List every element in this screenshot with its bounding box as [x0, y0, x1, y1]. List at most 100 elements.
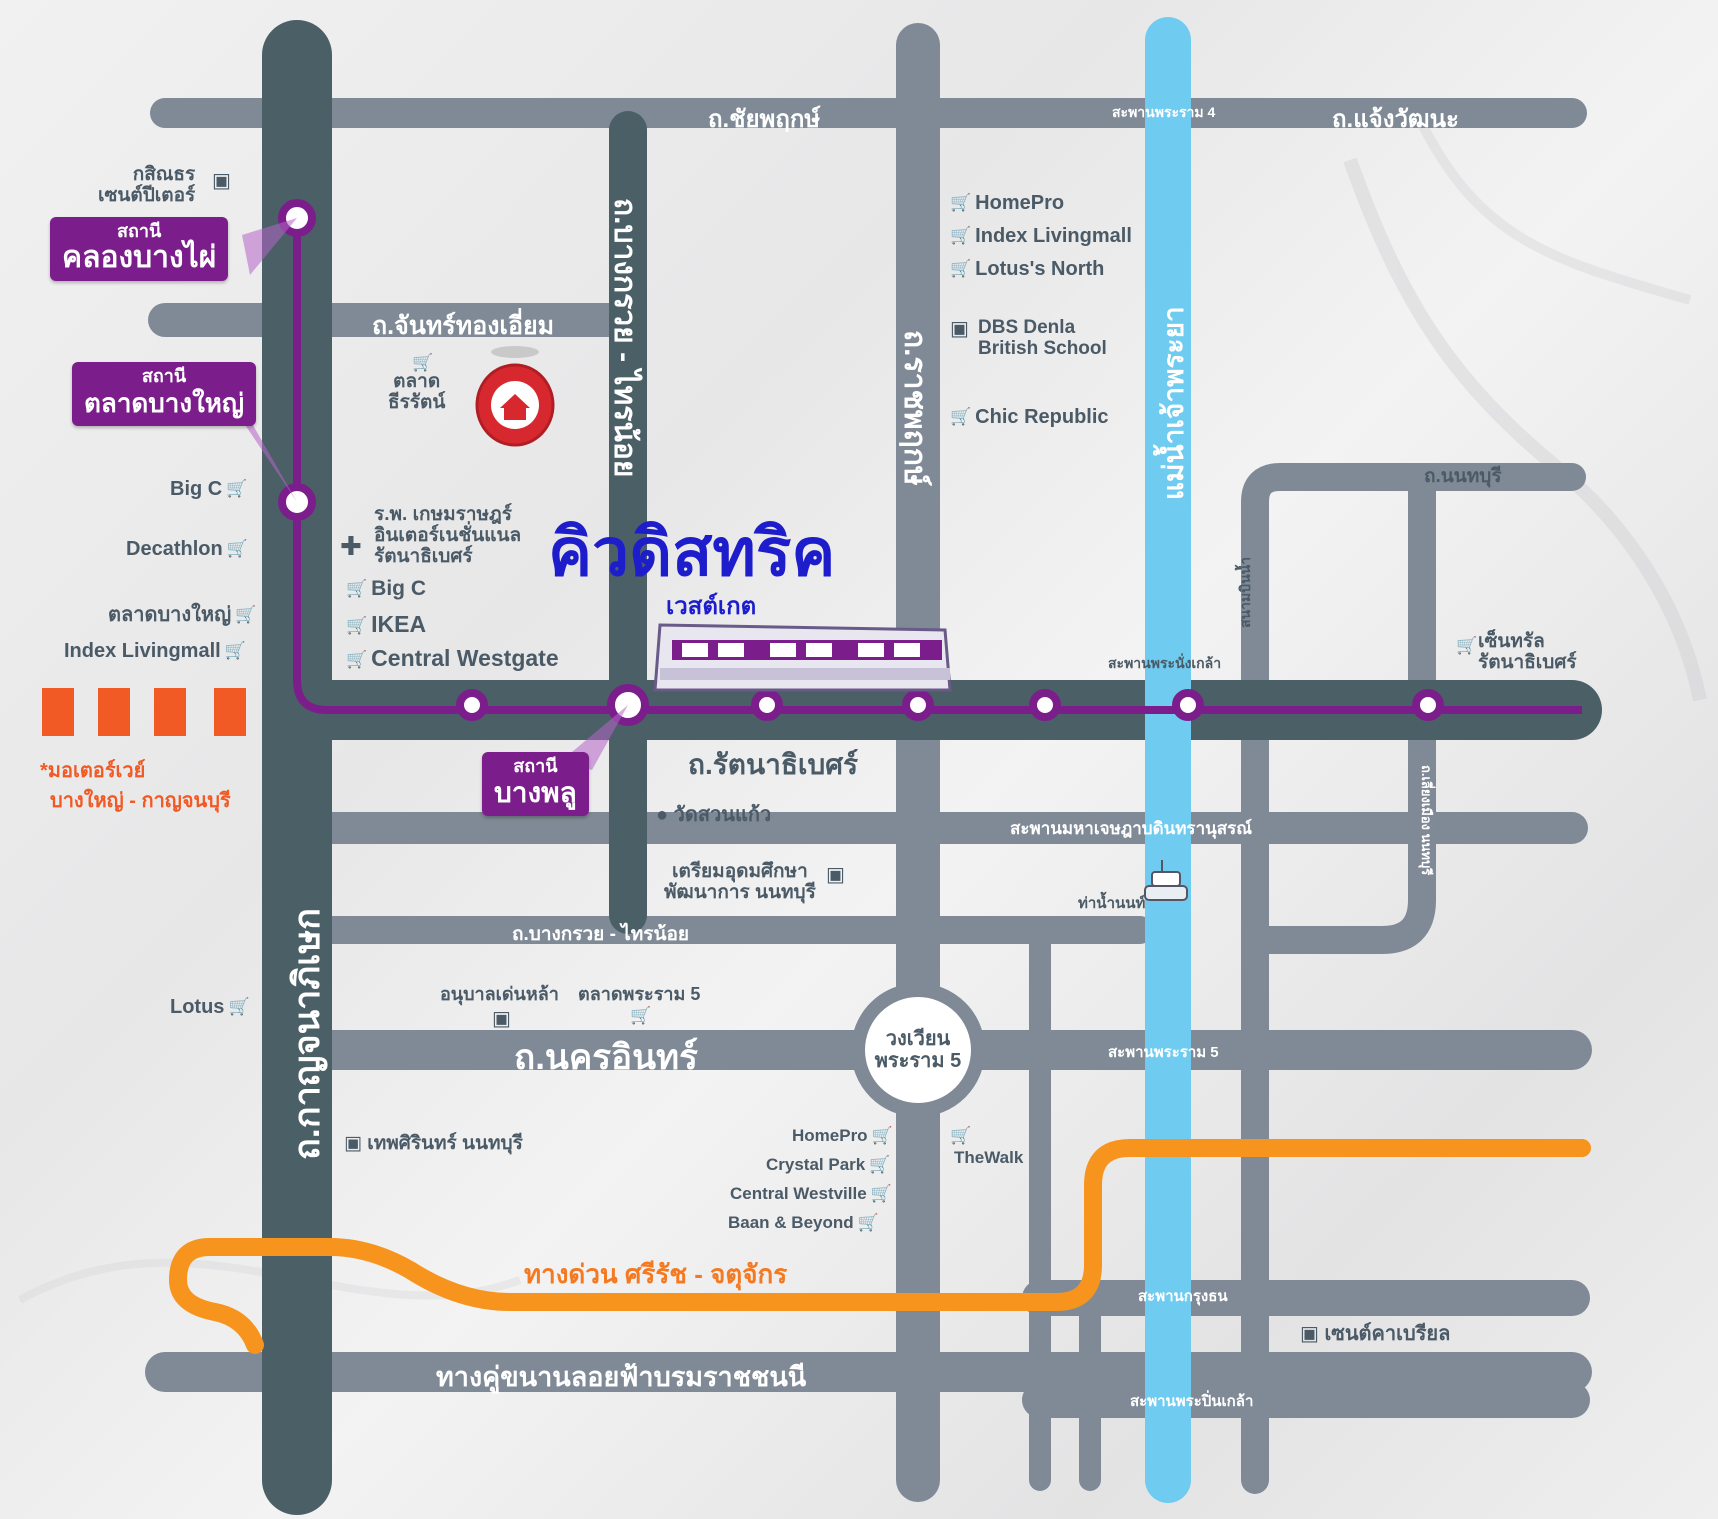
rama5-circle-label: วงเวียน พระราม 5 [874, 1028, 962, 1072]
place-text: Central Westgate [371, 645, 559, 671]
road-label-chaiyaphruek: ถ.ชัยพฤกษ์ [708, 106, 821, 133]
cart-icon [226, 480, 247, 499]
road-liang-mueang [1241, 466, 1436, 954]
place-text: เตรียมอุดมศึกษา พัฒนาการ นนทบุรี [664, 861, 816, 903]
place-text: Big C [170, 478, 223, 500]
place-anuban: อนุบาลเด่นหล้า [440, 984, 559, 1005]
place-kasem-center: กสิณธร เซนต์ปีเตอร์ [98, 164, 196, 207]
place-text: กสิณธร เซนต์ปีเตอร์ [98, 164, 196, 206]
place-homepro-low: HomePro [792, 1126, 897, 1146]
bridge-label-rama5: สะพานพระราม 5 [1108, 1044, 1219, 1061]
place-text: เซนต์คาเบรียล [1324, 1323, 1451, 1345]
road-label-nonthaburi: ถ.นนทบุรี [1424, 466, 1502, 487]
bridge-label-phra-nang-klao: สะพานพระนั่งเกล้า [1108, 655, 1222, 671]
station-name: บางพลู [494, 777, 577, 808]
place-text: ท่าน้ำนนท์ [1078, 895, 1146, 912]
school-icon: ▣ [212, 170, 231, 192]
school-icon: ▣ [950, 318, 969, 340]
road-label-kanchanaphisek: ถ.กาญจนาภิเษก [286, 908, 327, 1160]
cart-icon [946, 1125, 975, 1147]
school-icon: ▣ [344, 1133, 368, 1154]
place-index-left: Index Livingmall [64, 640, 250, 662]
place-kasemrad: ร.พ. เกษมราษฎร์ อินเตอร์เนชั่นแนล รัตนาธ… [374, 504, 522, 568]
place-baan-beyond: Baan & Beyond [728, 1213, 883, 1233]
cart-icon [346, 580, 367, 599]
bridge-label-maha-chetsada: สะพานมหาเจษฎาบดินทรานุสรณ์ [1010, 819, 1253, 838]
station-caption: สถานี [141, 366, 187, 386]
cart-icon [626, 1005, 655, 1027]
road-label-bang-kruai-sai-noi-vertical: ถ.บางกรวย - ไทรน้อย [608, 198, 641, 478]
place-text: เซ็นทรัล รัตนาธิเบศร์ [1478, 631, 1577, 673]
cart-icon [869, 1156, 890, 1175]
place-wat-suan-kaeo: ● วัดสวนแก้ว [656, 804, 771, 826]
cart-icon [346, 651, 367, 670]
station-tag-khlong-bang-phai[interactable]: สถานี คลองบางไผ่ [50, 217, 229, 281]
rama5-circle [851, 983, 985, 1117]
place-thepsirin: ▣ เทพศิรินทร์ นนทบุรี [344, 1133, 523, 1155]
station-yaek-nonthaburi1 [1412, 689, 1444, 721]
station-phra-nang-klao [1172, 689, 1204, 721]
home-pin-icon [475, 346, 555, 447]
expressway-sirat [168, 1139, 1591, 1354]
place-lotus-north: Lotus's North [946, 258, 1104, 280]
place-text: Baan & Beyond [728, 1213, 854, 1232]
cart-icon [228, 998, 249, 1017]
school-icon: ▣ [492, 1008, 511, 1030]
school-icon: ▣ [826, 864, 845, 886]
station-tag-talad-bang-yai[interactable]: สถานี ตลาดบางใหญ่ [72, 362, 257, 426]
cart-icon [346, 617, 367, 636]
place-talad-rama5: ตลาดพระราม 5 [578, 984, 701, 1005]
cart-icon [950, 194, 971, 213]
station-name: ตลาดบางใหญ่ [84, 388, 245, 418]
bridge-label-rama4: สะพานพระราม 4 [1112, 104, 1216, 120]
place-big-c-left: Big C [170, 478, 251, 500]
place-text: ตลาด ธีรรัตน์ [388, 371, 446, 413]
station-caption: สถานี [513, 756, 558, 776]
expressway-label: ทางด่วน ศรีรัช - จตุจักร [524, 1259, 788, 1289]
hospital-cross-icon: ✚ [340, 531, 362, 561]
place-text: Lotus [170, 996, 225, 1018]
cart-icon [872, 1127, 893, 1146]
place-text: Index Livingmall [64, 640, 221, 662]
place-text: ตลาดพระราม 5 [578, 984, 701, 1004]
station-sam-yaek-bang-yai [456, 689, 488, 721]
cart-icon [227, 540, 248, 559]
road-label-borommaratchachonnani: ทางคู่ขนานลอยฟ้าบรมราชชนนี [436, 1362, 807, 1392]
project-subtitle: เวสต์เกต [666, 593, 757, 620]
place-text: Index Livingmall [975, 225, 1132, 247]
place-text: Big C [371, 577, 426, 600]
cart-icon [950, 260, 971, 279]
cart-icon [1452, 635, 1481, 657]
place-homepro-top: HomePro [946, 192, 1064, 214]
cart-icon [871, 1185, 892, 1204]
place-big-c-mid: Big C [342, 577, 426, 600]
grey-roads [145, 23, 1592, 1502]
motorway-label-1: *มอเตอร์เวย์ [40, 760, 146, 782]
place-text: HomePro [975, 192, 1065, 214]
place-index-top: Index Livingmall [946, 225, 1132, 247]
place-text: วัดสวนแก้ว [673, 804, 772, 826]
temple-dot-icon: ● [656, 804, 674, 826]
station-tag-bang-phlu[interactable]: สถานี บางพลู [482, 752, 589, 816]
place-text: ร.พ. เกษมราษฎร์ อินเตอร์เนชั่นแนล รัตนาธ… [374, 504, 522, 567]
place-text: Crystal Park [766, 1155, 866, 1174]
boat-icon [1144, 860, 1188, 901]
place-decathlon: Decathlon [126, 538, 252, 560]
place-ikea: IKEA [342, 611, 426, 637]
place-lotus-left: Lotus [170, 996, 254, 1018]
train-icon [653, 623, 952, 692]
place-text: TheWalk [954, 1148, 1024, 1167]
station-name: คลองบางไผ่ [62, 241, 217, 274]
place-text: HomePro [792, 1126, 868, 1145]
road-label-sanam-bin-nam: สนามบินน้ำ [1237, 556, 1253, 628]
place-tha-nam-non: ท่าน้ำนนท์ [1078, 895, 1146, 913]
cart-icon [858, 1214, 879, 1233]
station-dots [278, 199, 1444, 726]
road-nonthaburi [1241, 463, 1586, 1494]
bridge-label-krungthon: สะพานกรุงธน [1138, 1288, 1228, 1305]
motorway-label-2: บางใหญ่ - กาญจนบุรี [50, 790, 231, 812]
cart-icon [950, 227, 971, 246]
river-label-chao-phraya: แม่น้ำเจ้าพระยา [1158, 306, 1189, 500]
road-label-bang-kruai-sai-noi-horizontal: ถ.บางกรวย - ไทรน้อย [512, 924, 690, 945]
